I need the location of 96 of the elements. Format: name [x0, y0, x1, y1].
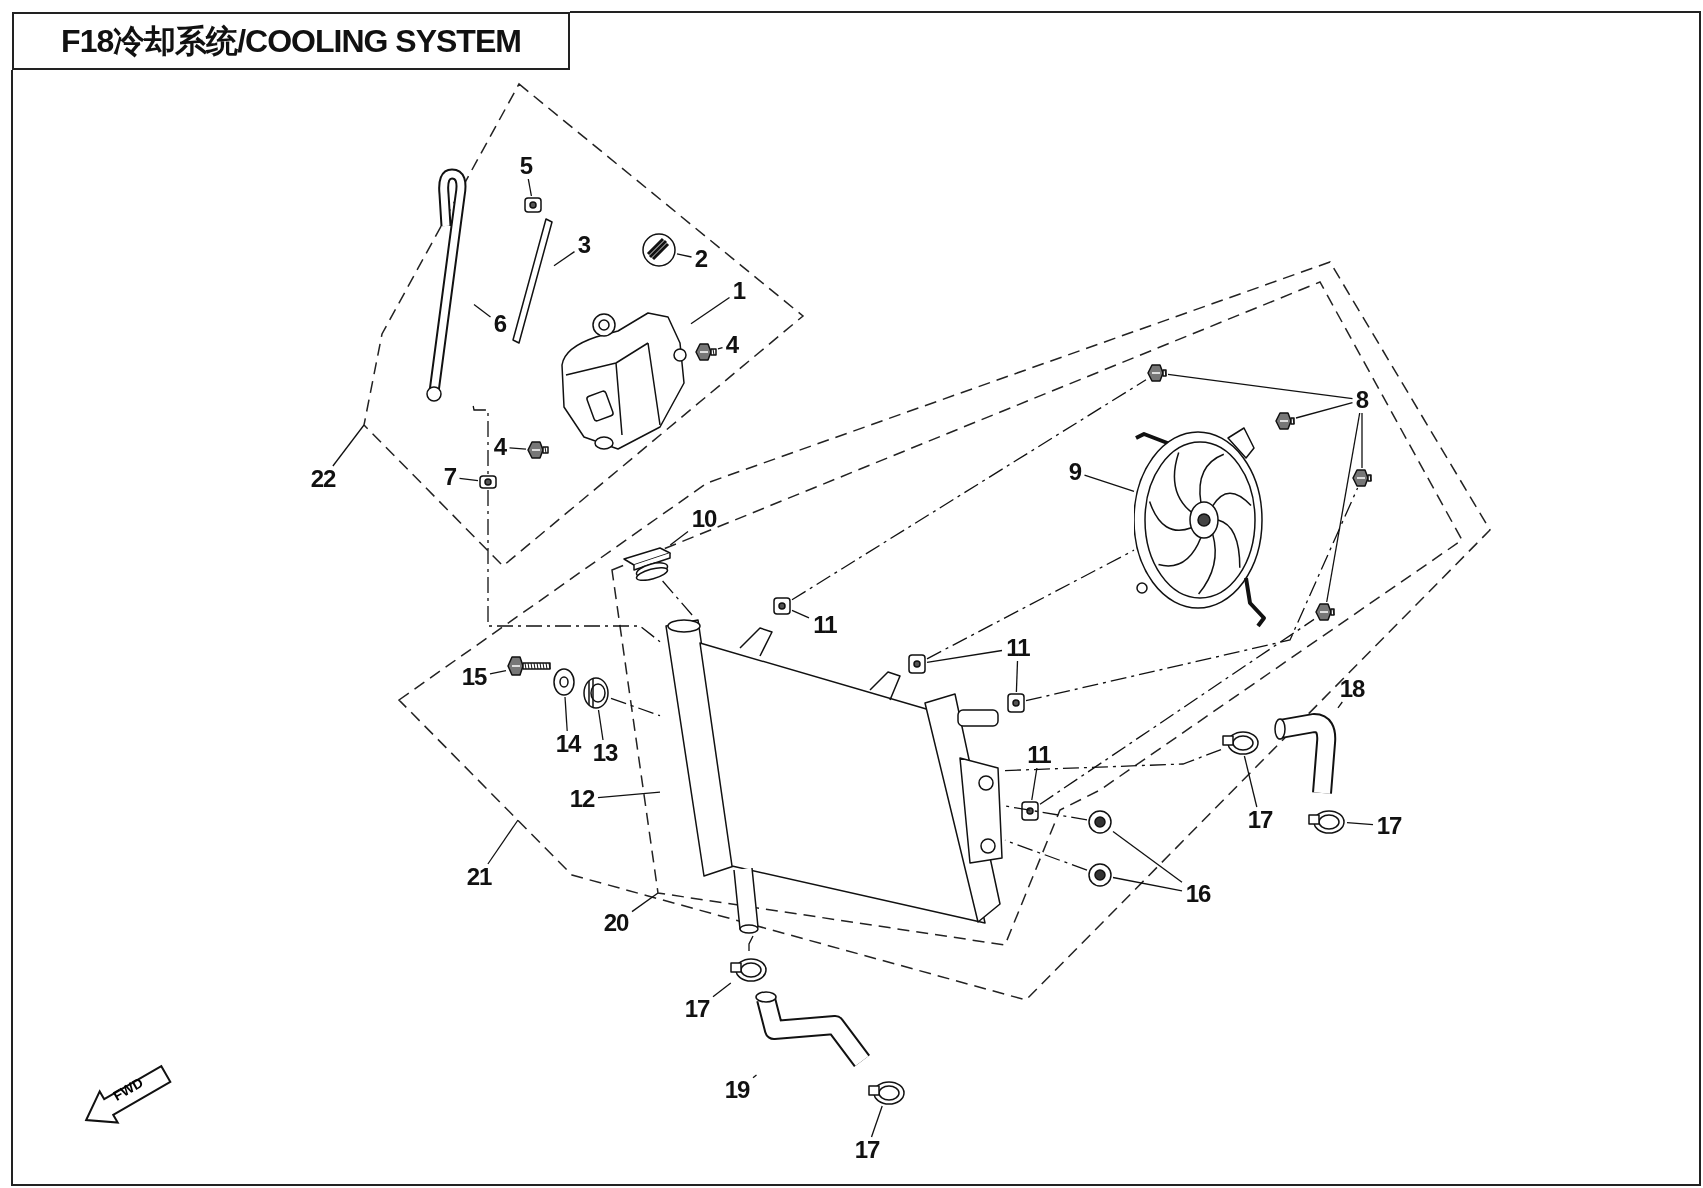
center-line: [1004, 748, 1222, 772]
hose-clamp: [867, 1078, 907, 1106]
leader-line: [1015, 660, 1019, 693]
callout-number: 18: [1336, 676, 1368, 702]
callout-number: 17: [1244, 807, 1276, 833]
callout-number: 8: [1352, 387, 1372, 413]
leader-line: [597, 791, 661, 799]
callout-number: 17: [681, 996, 713, 1022]
callout-number: 4: [722, 332, 742, 358]
callout-number: 6: [490, 311, 510, 337]
clip-nut: [772, 596, 792, 616]
leader-line: [712, 982, 732, 998]
washer: [552, 667, 576, 697]
callout-number: 10: [688, 506, 720, 532]
leader-line: [1361, 412, 1363, 469]
bolt: [694, 342, 718, 362]
leader-line: [527, 178, 533, 197]
leader-line: [870, 1105, 883, 1138]
callout-number: 11: [809, 612, 841, 638]
washer: [1087, 862, 1113, 888]
hose-clamp: [1221, 728, 1261, 756]
center-line: [1025, 487, 1359, 702]
leader-line: [676, 253, 693, 258]
dashed-group-outline: [362, 82, 805, 568]
callout-number: 20: [600, 910, 632, 936]
leader-line: [487, 819, 519, 865]
leader-line: [1083, 474, 1135, 493]
center-line: [1039, 618, 1315, 805]
clip-nut: [1020, 800, 1040, 822]
center-line: [926, 549, 1135, 660]
center-line: [791, 379, 1147, 601]
callout-number: 2: [691, 246, 711, 272]
center-line: [1004, 805, 1088, 821]
bolt: [1351, 468, 1373, 488]
level-rod: [510, 216, 554, 346]
callout-number: 9: [1065, 459, 1085, 485]
clip-nut: [907, 653, 927, 675]
leader-line: [1112, 830, 1183, 883]
leader-line: [489, 669, 507, 675]
callout-number: 1: [729, 278, 749, 304]
leader-line: [690, 296, 731, 325]
leader-line: [553, 250, 576, 267]
radiator-cap: [620, 545, 674, 581]
leader-line: [1031, 767, 1038, 801]
clip-nut: [1006, 692, 1026, 714]
leader-line: [332, 424, 365, 467]
leader-line: [458, 477, 479, 482]
callout-number: 11: [1023, 742, 1055, 768]
callout-number: 3: [574, 232, 594, 258]
callout-number: 12: [566, 786, 598, 812]
leader-line: [631, 892, 659, 913]
leader-line: [791, 609, 810, 619]
callout-number: 5: [516, 153, 536, 179]
leader-line: [669, 530, 689, 546]
leader-line: [597, 709, 604, 741]
leader-line: [1346, 821, 1374, 826]
leader-line: [1112, 876, 1183, 892]
leader-line: [1337, 701, 1343, 709]
leader-line: [1326, 412, 1361, 603]
callout-number: 7: [440, 464, 460, 490]
center-line: [610, 697, 661, 717]
washer: [1087, 809, 1113, 835]
clip-nut: [523, 196, 543, 214]
bolt: [1146, 363, 1168, 383]
leader-line: [473, 303, 492, 318]
hose-clamp: [729, 955, 769, 983]
callout-number: 16: [1182, 881, 1214, 907]
callout-number: 15: [458, 664, 490, 690]
filler-cap: [641, 232, 677, 268]
bolt: [1274, 411, 1296, 431]
rubber-grommet: [581, 676, 611, 710]
bolt: [506, 655, 552, 677]
callout-number: 21: [463, 864, 495, 890]
leader-line: [564, 696, 568, 732]
callout-number: 4: [490, 434, 510, 460]
bolt: [1314, 602, 1336, 622]
callout-number: 19: [721, 1077, 753, 1103]
callout-number: 13: [589, 740, 621, 766]
callout-number: 17: [851, 1137, 883, 1163]
center-line: [472, 405, 489, 475]
leader-line: [717, 346, 724, 350]
center-line: [487, 489, 661, 643]
leader-line: [1243, 755, 1258, 808]
bolt: [526, 440, 550, 460]
callout-number: 17: [1373, 813, 1405, 839]
callout-number: 22: [307, 466, 339, 492]
callout-number: 11: [1002, 635, 1034, 661]
leader-line: [752, 1074, 758, 1079]
nut: [478, 474, 498, 490]
callout-number: 14: [552, 731, 584, 757]
leader-line: [1295, 401, 1354, 419]
leader-line: [926, 649, 1003, 664]
leader-line: [1167, 373, 1354, 400]
hose-clamp: [1307, 807, 1347, 835]
leader-line: [508, 447, 527, 450]
title-banner: F18冷却系统/COOLING SYSTEM: [12, 12, 570, 70]
